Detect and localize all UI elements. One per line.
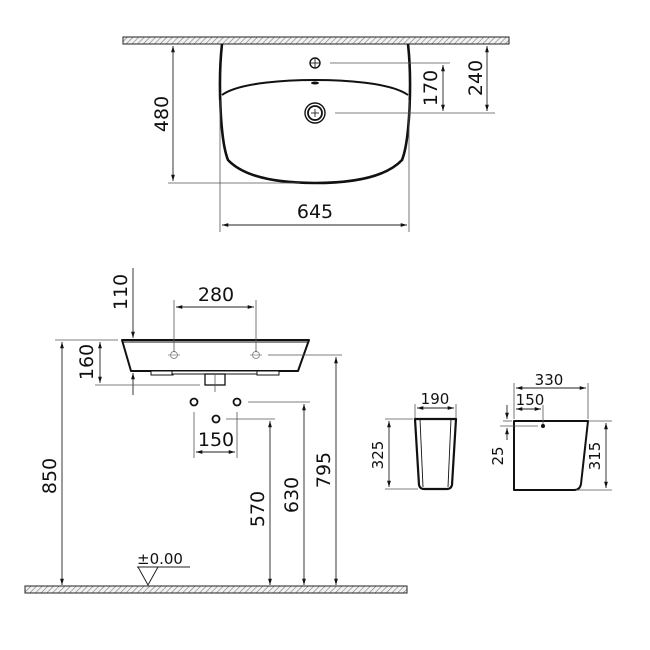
dim-630-label: 630 xyxy=(281,477,303,513)
dim-315-label: 315 xyxy=(586,442,604,471)
dim-side-150-label: 150 xyxy=(516,391,545,409)
pedestal-side-view: 330 150 25 315 xyxy=(489,371,612,491)
waste-outlet xyxy=(304,102,326,124)
top-view: 480 170 240 645 xyxy=(122,36,510,232)
dim-570-label: 570 xyxy=(247,491,269,527)
dim-280-label: 280 xyxy=(198,284,234,306)
floor-level-label: ±0.00 xyxy=(137,550,183,568)
pipe-connections xyxy=(189,397,242,424)
overflow-slot xyxy=(311,81,319,85)
dim-170-label: 170 xyxy=(420,70,442,106)
tap-hole-marks xyxy=(168,351,262,359)
dim-25-label: 25 xyxy=(489,446,507,465)
dim-190-label: 190 xyxy=(421,390,450,408)
dim-330-label: 330 xyxy=(535,371,564,389)
floor-hatch xyxy=(24,585,408,594)
front-view: 110 280 160 150 850 570 630 795 xyxy=(24,268,408,594)
dim-160-label: 160 xyxy=(76,344,98,380)
basin-outline-top xyxy=(218,43,412,185)
wall-hatch xyxy=(122,36,510,45)
pedestal-front-outline xyxy=(413,417,458,491)
dim-850-label: 850 xyxy=(39,458,61,494)
floor-level-marker: ±0.00 xyxy=(137,550,190,587)
dim-240-label: 240 xyxy=(465,60,487,96)
dim-795-label: 795 xyxy=(313,452,335,488)
dim-325-label: 325 xyxy=(369,441,387,470)
dim-480-label: 480 xyxy=(151,96,173,132)
basin-outline-front xyxy=(121,339,310,372)
dim-645-label: 645 xyxy=(297,201,333,223)
basin-bowl-rim xyxy=(221,79,409,96)
dim-150-label: 150 xyxy=(198,429,234,451)
pedestal-side-outline xyxy=(513,420,589,491)
dim-110-label: 110 xyxy=(110,274,132,310)
pedestal-fixing-hole xyxy=(541,424,545,428)
pedestal-front-view: 190 325 xyxy=(369,390,458,491)
